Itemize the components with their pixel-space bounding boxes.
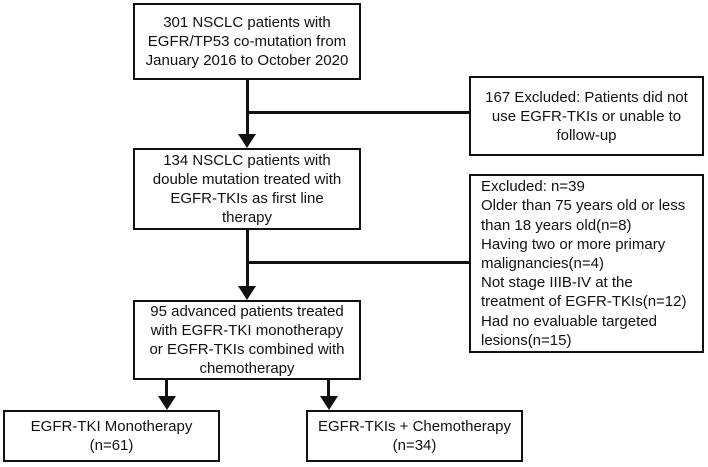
node-advanced-patients: 95 advanced patients treated with EGFR-T… [133,300,361,380]
node-first-line-treated: 134 NSCLC patients with double mutation … [133,148,361,230]
branch-line-to-excluded-39 [246,261,470,264]
connector-enrolled-to-first-line [246,79,249,136]
node-enrolled-text: 301 NSCLC patients with EGFR/TP53 co-mut… [145,14,349,69]
node-excluded-criteria-text: Excluded: n=39 Older than 75 years old o… [481,178,687,349]
connector-first-line-to-advanced [246,229,249,288]
node-advanced-text: 95 advanced patients treated with EGFR-T… [149,303,345,377]
node-excluded-no-tki: 167 Excluded: Patients did not use EGFR-… [469,76,704,156]
node-excluded-criteria: Excluded: n=39 Older than 75 years old o… [469,174,704,353]
node-monotherapy-arm: EGFR-TKI Monotherapy (n=61) [3,410,220,462]
node-enrolled-patients: 301 NSCLC patients with EGFR/TP53 co-mut… [133,3,361,80]
node-combination-arm: EGFR-TKIs + Chemotherapy (n=34) [306,410,523,462]
node-monotherapy-text: EGFR-TKI Monotherapy (n=61) [30,418,193,454]
branch-line-to-excluded-167 [246,111,470,114]
node-combination-text: EGFR-TKIs + Chemotherapy (n=34) [318,418,511,454]
node-excluded-no-tki-text: 167 Excluded: Patients did not use EGFR-… [485,88,688,144]
connector-advanced-to-combination [327,379,330,398]
connector-advanced-to-monotherapy [165,379,168,398]
down-arrowhead-icon [320,396,338,410]
down-arrowhead-icon [158,396,176,410]
down-arrowhead-icon [238,134,256,148]
down-arrowhead-icon [238,286,256,300]
node-first-line-text: 134 NSCLC patients with double mutation … [152,152,342,226]
